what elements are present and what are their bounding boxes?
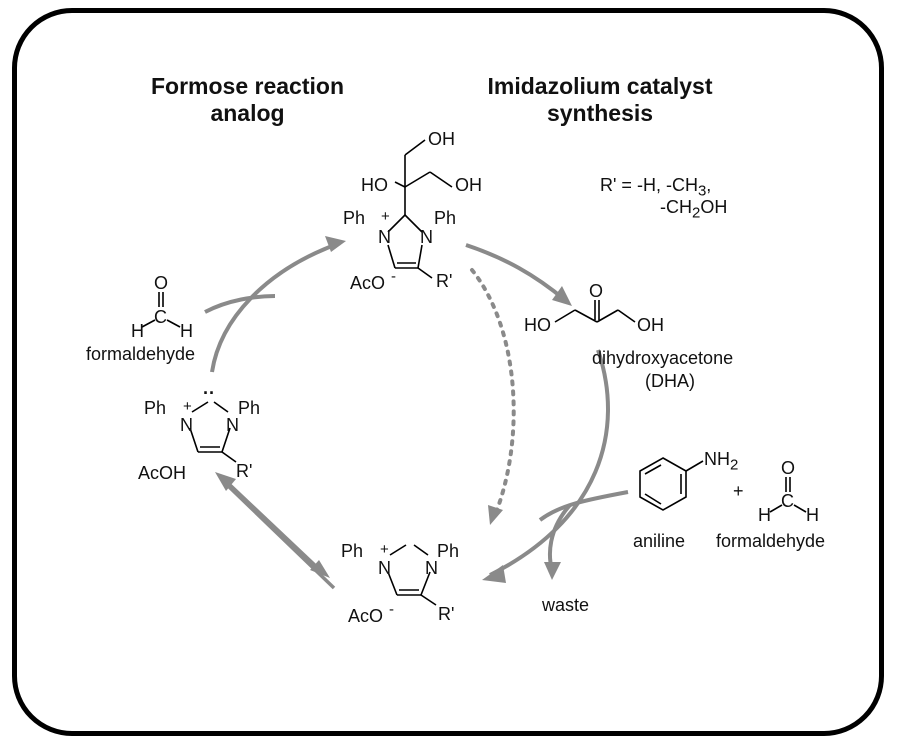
arrow-equilibrium-down bbox=[228, 483, 322, 572]
formaldehyde-left-bonds bbox=[141, 292, 181, 328]
r-def-text1: R' = -H, -CH bbox=[600, 175, 698, 195]
adduct-r-prime: R' bbox=[436, 271, 453, 291]
formaldehyde-left-c: C bbox=[154, 307, 167, 327]
arrow-reagents-in bbox=[538, 490, 629, 522]
formaldehyde-right-h1: H bbox=[758, 505, 771, 525]
reagents-plus: + bbox=[733, 481, 744, 501]
aniline-nh2-sub: 2 bbox=[730, 456, 739, 474]
formaldehyde-left-o: O bbox=[154, 273, 169, 293]
carbene-lone-pair: ·· bbox=[203, 383, 215, 403]
arrow-formaldehyde-in bbox=[204, 294, 276, 314]
carbene-acoh: AcOH bbox=[138, 463, 187, 483]
r-def-end1: , bbox=[706, 175, 712, 195]
carbene-plus: + bbox=[183, 398, 192, 415]
carbene-n-right: N bbox=[226, 415, 239, 435]
r-definition-line2: -CH2OH bbox=[660, 196, 727, 225]
formaldehyde-left-h2: H bbox=[180, 321, 193, 341]
arrow-adduct-to-dha bbox=[465, 243, 567, 302]
heading-imidazolium: Imidazolium catalyst synthesis bbox=[455, 73, 745, 127]
rounded-frame bbox=[12, 8, 884, 736]
salt-ph-right: Ph bbox=[437, 541, 460, 561]
salt-bonds bbox=[387, 544, 437, 606]
salt-plus: + bbox=[380, 541, 389, 558]
adduct-plus: + bbox=[381, 208, 390, 225]
aniline-bonds bbox=[639, 457, 704, 511]
dha-label: dihydroxyacetone bbox=[592, 348, 734, 368]
carbene-r-prime: R' bbox=[236, 461, 253, 481]
r-def-end2: OH bbox=[700, 197, 728, 217]
salt-aco: AcO bbox=[348, 606, 384, 626]
salt-minus: - bbox=[389, 601, 394, 618]
salt-ph-left: Ph bbox=[341, 541, 364, 561]
carbene-ph-right: Ph bbox=[238, 398, 261, 418]
adduct-minus: - bbox=[391, 268, 396, 285]
dha-bonds bbox=[554, 300, 636, 323]
formaldehyde-left-h1: H bbox=[131, 321, 144, 341]
dha-oh: OH bbox=[637, 315, 664, 335]
cycle-arrows bbox=[204, 236, 629, 590]
waste-label: waste bbox=[542, 595, 590, 615]
salt-n-right: N bbox=[425, 558, 438, 578]
adduct-aco: AcO bbox=[350, 273, 386, 293]
arrow-dotted-direct bbox=[470, 268, 516, 517]
carbene-n-left: N bbox=[180, 415, 193, 435]
heading-imidazolium-line1: Imidazolium catalyst bbox=[487, 73, 713, 99]
dha-ho: HO bbox=[524, 315, 551, 335]
top-adduct-bonds bbox=[387, 139, 453, 279]
adduct-n-left: N bbox=[378, 227, 391, 247]
arrow-carbene-to-adduct bbox=[210, 241, 341, 373]
heading-imidazolium-line2: synthesis bbox=[546, 100, 654, 126]
r-def-sub1: 3 bbox=[697, 182, 707, 200]
carbene-ph-left: Ph bbox=[144, 398, 167, 418]
adduct-oh-top: OH bbox=[428, 129, 455, 149]
adduct-ph-right: Ph bbox=[434, 208, 457, 228]
dha-o: O bbox=[589, 281, 604, 301]
formaldehyde-right-label: formaldehyde bbox=[716, 531, 826, 551]
r-def-sub2: 2 bbox=[692, 204, 701, 222]
salt-n-left: N bbox=[378, 558, 391, 578]
formaldehyde-right-o: O bbox=[781, 458, 796, 478]
adduct-ho: HO bbox=[361, 175, 388, 195]
dha-abbr: (DHA) bbox=[645, 371, 695, 391]
carbene-bonds bbox=[189, 401, 237, 463]
aniline-nh2: NH2 bbox=[704, 448, 738, 477]
heading-formose: Formose reaction analog bbox=[130, 73, 365, 127]
aniline-label: aniline bbox=[633, 531, 686, 551]
r-def-text2: -CH bbox=[660, 197, 692, 217]
formaldehyde-right-c: C bbox=[781, 491, 794, 511]
formaldehyde-right-h2: H bbox=[806, 505, 819, 525]
formaldehyde-left-label: formaldehyde bbox=[86, 344, 196, 364]
formaldehyde-right-bonds bbox=[769, 477, 807, 513]
adduct-n-right: N bbox=[420, 227, 433, 247]
arrow-dha-to-salt bbox=[489, 349, 610, 577]
adduct-ph-left: Ph bbox=[343, 208, 366, 228]
heading-formose-line2: analog bbox=[210, 100, 285, 126]
r-definition-line1: R' = -H, -CH3, bbox=[600, 174, 711, 203]
heading-formose-line1: Formose reaction bbox=[151, 73, 344, 99]
arrow-equilibrium-up bbox=[222, 480, 336, 590]
adduct-oh-right: OH bbox=[455, 175, 482, 195]
salt-r-prime: R' bbox=[438, 604, 455, 624]
aniline-nh-text: NH bbox=[704, 449, 730, 469]
